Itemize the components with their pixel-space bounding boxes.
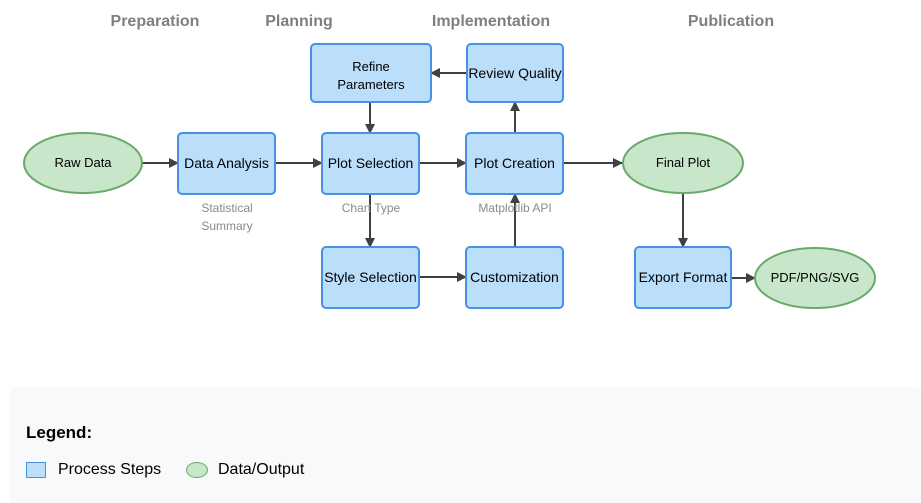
node-export-format-label: Export Format — [639, 269, 728, 285]
node-pdf-png-svg: PDF/PNG/SVG — [754, 247, 876, 309]
phase-implementation-label: Implementation — [432, 13, 550, 30]
node-customization-label: Customization — [470, 269, 559, 285]
node-data-analysis: Data Analysis — [177, 132, 276, 195]
workflow-diagram: Preparation Planning Implementation Publ… — [23, 13, 876, 309]
legend-data-swatch — [186, 462, 208, 478]
edges — [142, 68, 756, 283]
legend-item-data-output: Data/Output — [186, 461, 304, 479]
node-customization: Customization — [465, 246, 564, 309]
node-raw-data: Raw Data — [23, 132, 143, 194]
node-review-quality-label: Review Quality — [468, 65, 561, 81]
node-review-quality: Review Quality — [466, 43, 564, 103]
legend-item-process-steps: Process Steps — [26, 461, 161, 479]
legend-data-output-label: Data/Output — [218, 461, 305, 478]
annotation-statistical-line1: Statistical — [201, 201, 252, 215]
node-export-format: Export Format — [634, 246, 732, 309]
annotation-matplotlib-api: Matplotlib API — [478, 201, 551, 215]
legend-panel: Legend: Process Steps Data/Output — [10, 387, 921, 503]
node-plot-creation-label: Plot Creation — [474, 155, 555, 171]
annotation-statistical-line2: Summary — [201, 219, 252, 233]
legend-process-swatch — [26, 462, 46, 478]
phase-publication-label: Publication — [688, 13, 774, 30]
node-plot-selection-label: Plot Selection — [328, 155, 414, 171]
node-style-selection-label: Style Selection — [324, 269, 417, 285]
phase-planning-label: Planning — [265, 13, 333, 30]
node-refine-parameters: Refine Parameters — [310, 43, 432, 103]
phase-preparation-label: Preparation — [111, 13, 200, 30]
node-final-plot-label: Final Plot — [656, 155, 711, 170]
node-refine-parameters-line2: Parameters — [337, 77, 405, 92]
node-plot-creation: Plot Creation — [465, 132, 564, 195]
node-refine-parameters-line1: Refine — [352, 59, 390, 74]
node-pdf-png-svg-label: PDF/PNG/SVG — [771, 270, 860, 285]
legend-process-steps-label: Process Steps — [58, 461, 162, 478]
legend-title: Legend: — [26, 423, 93, 442]
annotation-chart-type: Chart Type — [342, 201, 401, 215]
node-final-plot: Final Plot — [622, 132, 744, 194]
node-style-selection: Style Selection — [321, 246, 420, 309]
node-plot-selection: Plot Selection — [321, 132, 420, 195]
node-data-analysis-label: Data Analysis — [184, 155, 269, 171]
node-raw-data-label: Raw Data — [54, 155, 112, 170]
